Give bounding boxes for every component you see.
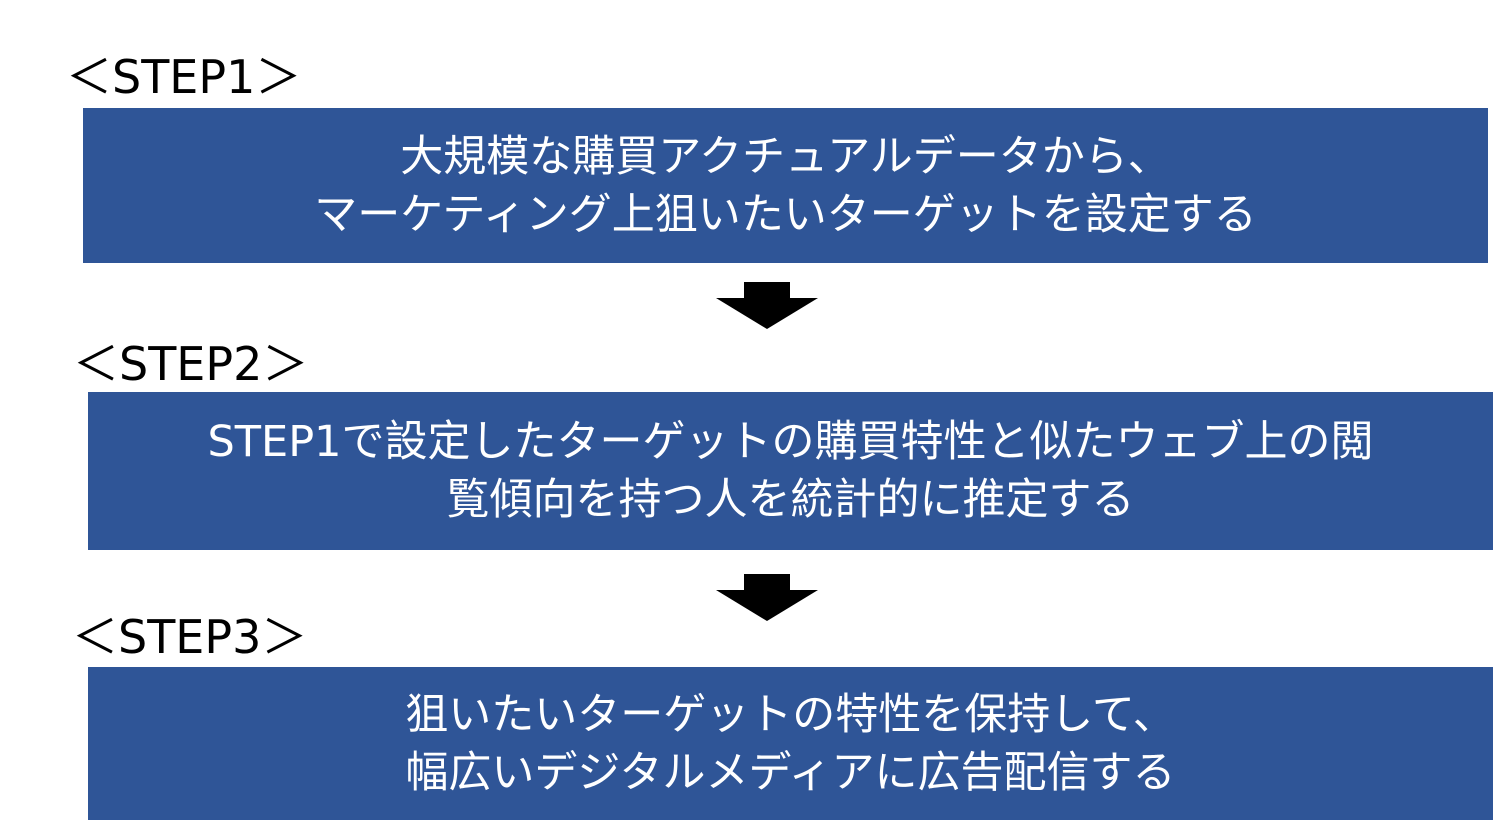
arrow-head (716, 590, 818, 621)
step2-text-line1: STEP1で設定したターゲットの購買特性と似たウェブ上の閲 (207, 417, 1374, 467)
step1-label: ＜STEP1＞ (66, 50, 302, 104)
step3-box: 狙いたいターゲットの特性を保持して、 幅広いデジタルメディアに広告配信する (88, 667, 1493, 820)
step2-label: ＜STEP2＞ (73, 337, 309, 391)
step3-text-line2: 幅広いデジタルメディアに広告配信する (405, 747, 1176, 798)
step3-text-line1: 狙いたいターゲットの特性を保持して、 (405, 689, 1176, 740)
arrow-shaft (744, 574, 790, 590)
arrow-shaft (744, 282, 790, 298)
arrow-head (716, 298, 818, 329)
step1-text-line1: 大規模な購買アクチュアルデータから、 (400, 131, 1171, 182)
step2-box: STEP1で設定したターゲットの購買特性と似たウェブ上の閲 覧傾向を持つ人を統計… (88, 392, 1493, 550)
step1-box: 大規模な購買アクチュアルデータから、 マーケティング上狙いたいターゲットを設定す… (83, 108, 1488, 263)
step1-text-line2: マーケティング上狙いたいターゲットを設定する (314, 189, 1257, 240)
step2-text-line2: 覧傾向を持つ人を統計的に推定する (446, 475, 1135, 525)
step3-label: ＜STEP3＞ (72, 610, 308, 664)
